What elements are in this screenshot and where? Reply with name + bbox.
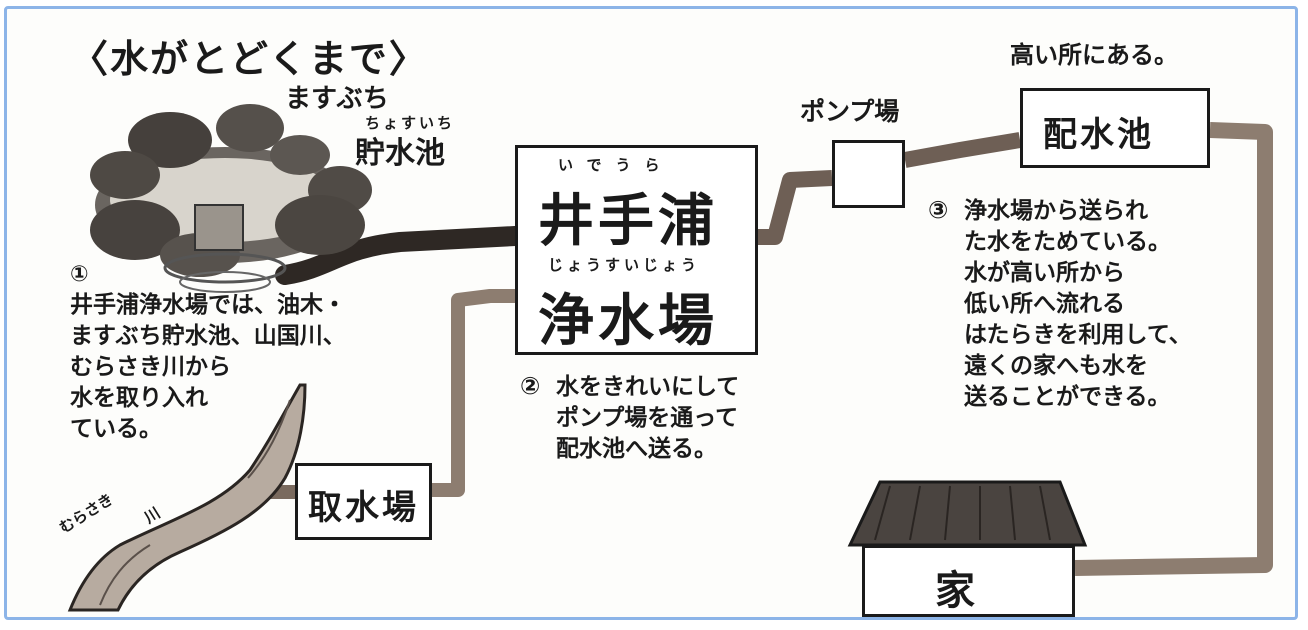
pipe-reservoir-to-plant (275, 226, 525, 285)
distribution-label: 配水池 (1043, 115, 1154, 155)
note-1-number: ① (70, 262, 89, 287)
plant-name-top: 井手浦 (538, 189, 718, 254)
note-1-text: 井手浦浄水場では、油木・ ますぶち貯水池、山国川、 むらさき川から 水を取り入れ… (70, 292, 346, 442)
pipe-intake-to-plant (432, 289, 515, 497)
pipe-plant-to-pump (758, 170, 833, 245)
house-roof (847, 480, 1088, 547)
pump-label: ポンプ場 (800, 97, 900, 126)
note-2-number: ② (520, 372, 541, 400)
purification-plant-box: いでうら 井手浦 じょうすいじょう 浄水場 (515, 145, 758, 355)
intake-box: 取水場 (295, 463, 432, 540)
pipe-distribution-to-house (1074, 122, 1273, 576)
house-box: 家 (862, 545, 1075, 617)
river-illustration (67, 383, 307, 612)
reservoir-illustration (90, 104, 372, 293)
pipe-pump-to-distribution (903, 132, 1022, 168)
distribution-caption: 高い所にある。 (1010, 41, 1178, 69)
diagram-title: 〈水がとどくまで〉 (70, 37, 429, 81)
note-3-text: 浄水場から送られ た水をためている。 水が高い所から 低い所へ流れる はたらきを… (964, 198, 1192, 410)
house-label: 家 (935, 568, 978, 614)
reservoir-label: 貯水池 (355, 136, 445, 171)
plant-ruby-top: いでうら (558, 156, 674, 174)
distribution-box: 配水池 (1020, 88, 1210, 168)
reservoir-label-top: ますぶち (285, 84, 389, 114)
intake-label: 取水場 (308, 488, 419, 528)
note-3-number: ③ (928, 196, 949, 224)
pump-box (832, 140, 905, 208)
note-2-text: 水をきれいにして ポンプ場を通って 配水池へ送る。 (556, 374, 740, 462)
plant-name-bottom: 浄水場 (538, 289, 718, 354)
plant-ruby-bottom: じょうすいじょう (548, 256, 701, 274)
reservoir-ruby: ちょすいち (365, 114, 456, 132)
